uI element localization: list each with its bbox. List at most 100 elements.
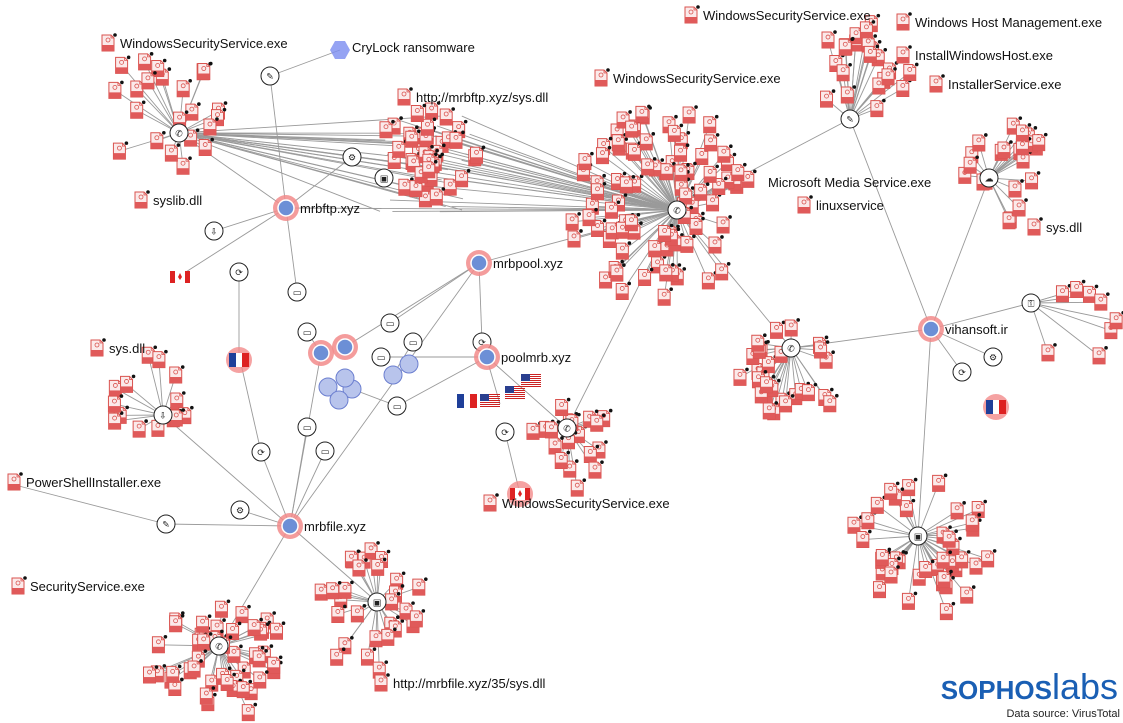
cluster-top-left-file (141, 72, 155, 90)
phone-hub-bottom[interactable]: ✆ (557, 418, 577, 438)
cluster-bottom-center-file (590, 414, 604, 432)
browser-hub-3[interactable]: ▭ (380, 313, 400, 333)
crylock-node[interactable] (330, 41, 350, 59)
cluster-right-file (1012, 199, 1026, 217)
marker-dot (647, 104, 651, 109)
marker-dot (434, 152, 438, 157)
doc-hub-top-right[interactable]: ✎ (840, 109, 860, 129)
browser-hub-5[interactable]: ▭ (371, 347, 391, 367)
hub-small-1[interactable]: ⚙ (342, 147, 362, 167)
hub-small-right[interactable]: ⚙ (983, 347, 1003, 367)
phone-hub-top-left[interactable]: ✆ (169, 123, 189, 143)
marker-dot (1033, 126, 1038, 130)
image-hub-bottom[interactable]: ▣ (367, 592, 387, 612)
sync-hub-3[interactable]: ⟳ (251, 442, 271, 462)
ip-node-1[interactable] (399, 354, 419, 374)
browser-hub-7[interactable]: ▭ (297, 417, 317, 437)
flag-france-2 (457, 394, 477, 408)
cluster-bottom-left-file (241, 704, 255, 722)
download-hub-lower-left[interactable]: ⇩ (153, 405, 173, 425)
cluster-right-file (997, 141, 1011, 159)
cluster-bottom-right-file (981, 550, 995, 568)
lock-hub-right[interactable]: ⚿ (1021, 293, 1041, 313)
browser-hub-6[interactable]: ▭ (387, 396, 407, 416)
marker-dot (745, 367, 749, 372)
cluster-mid-right-file (733, 368, 747, 386)
marker-dot (714, 114, 719, 119)
marker-dot (622, 171, 627, 176)
cluster-center-left-file (443, 178, 457, 196)
cluster-lower-left-edge (147, 355, 164, 416)
svg-text:▣: ▣ (373, 599, 382, 609)
hub-small-3[interactable]: ⚙ (230, 500, 250, 520)
graph-edge (930, 302, 1032, 330)
marker-dot (272, 611, 276, 615)
cluster-top-left-file (150, 132, 164, 150)
cluster-bottom-left-file (247, 619, 261, 637)
marker-dot (416, 129, 421, 134)
cluster-bottom-mid-file (331, 605, 345, 623)
doc-hub-top[interactable]: ✎ (260, 66, 280, 86)
domain-mrbftp[interactable] (273, 195, 299, 221)
cluster-center-edge (597, 191, 678, 211)
marker-dot (265, 622, 270, 626)
cluster-lower-left-file (108, 412, 122, 430)
domain-poolmrb[interactable] (474, 344, 500, 370)
cluster-bottom-right-file (936, 551, 950, 569)
marker-dot (777, 378, 781, 383)
marker-dot (120, 80, 124, 85)
svg-text:▭: ▭ (393, 403, 402, 413)
marker-dot (715, 133, 720, 137)
marker-dot (222, 107, 227, 112)
file-syslib-label: syslib.dll (153, 193, 202, 208)
marker-dot (600, 460, 604, 464)
image-hub-bottom-right[interactable]: ▣ (908, 526, 928, 546)
graph-edge (917, 328, 932, 537)
browser-hub-1[interactable]: ▭ (287, 282, 307, 302)
file-host-mgmt-label: Windows Host Management.exe (915, 15, 1102, 30)
domain-unlabelled-2[interactable] (332, 334, 358, 360)
sync-hub-right[interactable]: ⟳ (952, 362, 972, 382)
ip-node-0[interactable] (383, 365, 403, 385)
graph-edge (165, 523, 291, 527)
doc-hub-lower-left[interactable]: ✎ (156, 514, 176, 534)
marker-dot (384, 660, 389, 664)
ip-node-2[interactable] (318, 377, 338, 397)
sync-hub-2[interactable]: ⟳ (495, 422, 515, 442)
domain-mrbpool[interactable] (466, 250, 492, 276)
cluster-right-file (1008, 180, 1022, 198)
cluster-top-left-file (108, 81, 122, 99)
browser-hub-8[interactable]: ▭ (315, 441, 335, 461)
phone-hub-center[interactable]: ✆ (667, 200, 687, 220)
marker-dot (177, 664, 182, 669)
ip-node-5[interactable] (335, 368, 355, 388)
cluster-top-left-file (176, 80, 190, 98)
cluster-center-file (731, 164, 745, 182)
cloud-hub-right[interactable]: ☁ (979, 168, 999, 188)
domain-mrbfile[interactable] (277, 513, 303, 539)
domain-vihansoft[interactable] (918, 316, 944, 342)
marker-dot (628, 110, 632, 114)
svg-text:✆: ✆ (175, 130, 183, 140)
browser-hub-2[interactable]: ▭ (297, 322, 317, 342)
svg-text:✎: ✎ (846, 116, 854, 126)
marker-dot (213, 692, 217, 697)
ip-node-4[interactable] (329, 390, 349, 410)
download-hub-left[interactable]: ⇩ (204, 221, 224, 241)
marker-dot (153, 345, 158, 350)
cluster-bottom-right-file (942, 530, 956, 548)
hub-small-2[interactable]: ▣ (374, 168, 394, 188)
phone-hub-bottom-left[interactable]: ✆ (209, 636, 229, 656)
svg-text:▭: ▭ (303, 424, 312, 434)
file-installer-service-label: InstallerService.exe (948, 77, 1061, 92)
marker-dot (451, 107, 455, 111)
sync-hub-1[interactable]: ⟳ (229, 262, 249, 282)
marker-dot (162, 58, 167, 63)
svg-text:✎: ✎ (266, 73, 274, 83)
cluster-bottom-right-edge (907, 535, 919, 602)
phone-hub-mid-right[interactable]: ✆ (781, 338, 801, 358)
cluster-right-file (963, 156, 977, 174)
cluster-bottom-mid-file (330, 648, 344, 666)
domain-unlabelled-1[interactable] (308, 340, 334, 366)
browser-hub-4[interactable]: ▭ (403, 332, 423, 352)
